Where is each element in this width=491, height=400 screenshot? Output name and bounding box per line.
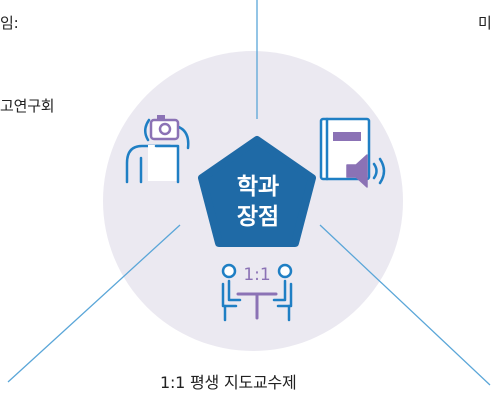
center-badge: 학과 장점 [198,136,316,247]
label-top-right: 미 [478,14,491,32]
center-label-line2: 장점 [237,204,279,230]
book-speaker-icon [319,117,386,188]
photographer-icon [125,115,190,184]
label-bottom: 1:1 평생 지도교수제 [160,373,297,392]
center-label-line1: 학과 [237,174,279,200]
connector-bottom-right [319,224,491,386]
label-top-left: 임: [0,14,19,32]
mentoring-table-icon: 1:1 [221,263,293,322]
label-mid-left: 고연구회 [0,97,55,115]
mentoring-ratio-text: 1:1 [243,265,270,285]
pentagon-shape [198,136,316,247]
connector-bottom-left [7,224,181,383]
